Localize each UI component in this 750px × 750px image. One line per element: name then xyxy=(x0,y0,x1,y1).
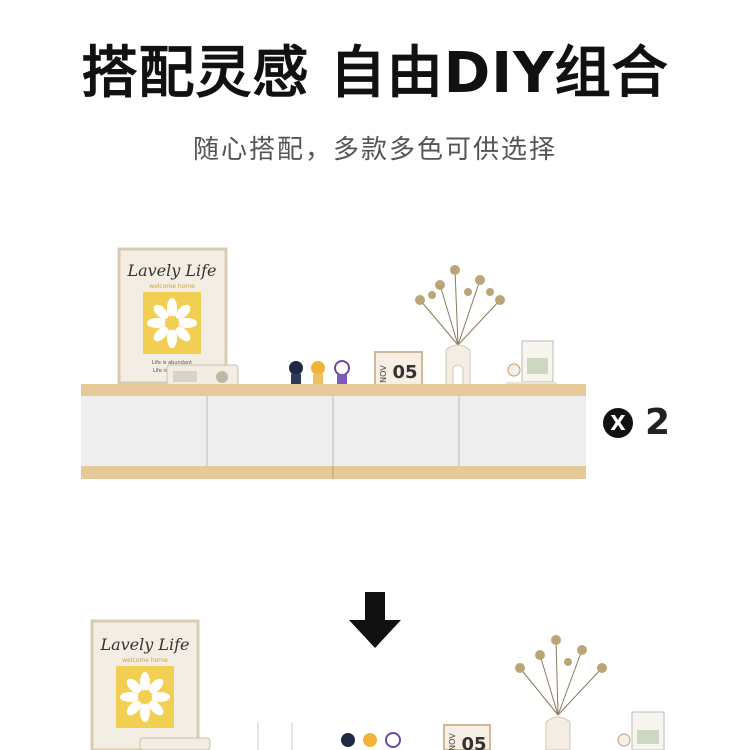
poster-top: Lavely Life welcome home Life is abundan… xyxy=(117,247,228,385)
quantity-multiplier: X 2 xyxy=(603,402,670,443)
flip-calendar-icon: NOV 05 xyxy=(374,351,423,389)
desk-calendar-icon xyxy=(506,340,557,388)
tv-cabinet-top xyxy=(81,384,586,479)
figurines-icon-bottom xyxy=(341,732,401,748)
multiply-icon: X xyxy=(603,407,633,438)
page-subtitle: 随心搭配，多款多色可供选择 xyxy=(192,135,557,165)
poster-title: Lavely Life xyxy=(126,261,216,280)
poster-small-1: welcome home xyxy=(149,283,195,290)
calendar-month: NOV xyxy=(379,365,388,383)
figurines-icon xyxy=(289,360,350,386)
desk-calendar-icon-bottom xyxy=(617,711,665,750)
poster-small-2: Life is abundant xyxy=(152,360,192,366)
bottom-combo: Lavely Life welcome home NOV xyxy=(90,619,665,750)
calendar-day-bottom: 05 xyxy=(461,734,486,750)
radio-icon xyxy=(166,364,239,389)
page-title: 搭配灵感 自由DIY组合 xyxy=(81,41,669,106)
poster-bottom: Lavely Life welcome home xyxy=(90,619,211,750)
calendar-day: 05 xyxy=(392,362,417,383)
poster-small-bottom: welcome home xyxy=(122,657,168,664)
quantity-count: 2 xyxy=(645,402,671,443)
flip-calendar-icon-bottom: NOV 05 xyxy=(443,724,491,750)
vase-flowers-icon-bottom xyxy=(515,635,607,750)
top-combo: Lavely Life welcome home Life is abundan… xyxy=(81,247,586,479)
vase-flowers-icon xyxy=(415,265,505,389)
cabinet-edges-bottom xyxy=(257,722,293,750)
daisy-icon xyxy=(147,298,197,348)
poster-title-bottom: Lavely Life xyxy=(99,635,189,654)
calendar-month-bottom: NOV xyxy=(448,733,457,750)
arrow-down-icon xyxy=(349,592,401,648)
daisy-icon-bottom xyxy=(120,672,170,722)
